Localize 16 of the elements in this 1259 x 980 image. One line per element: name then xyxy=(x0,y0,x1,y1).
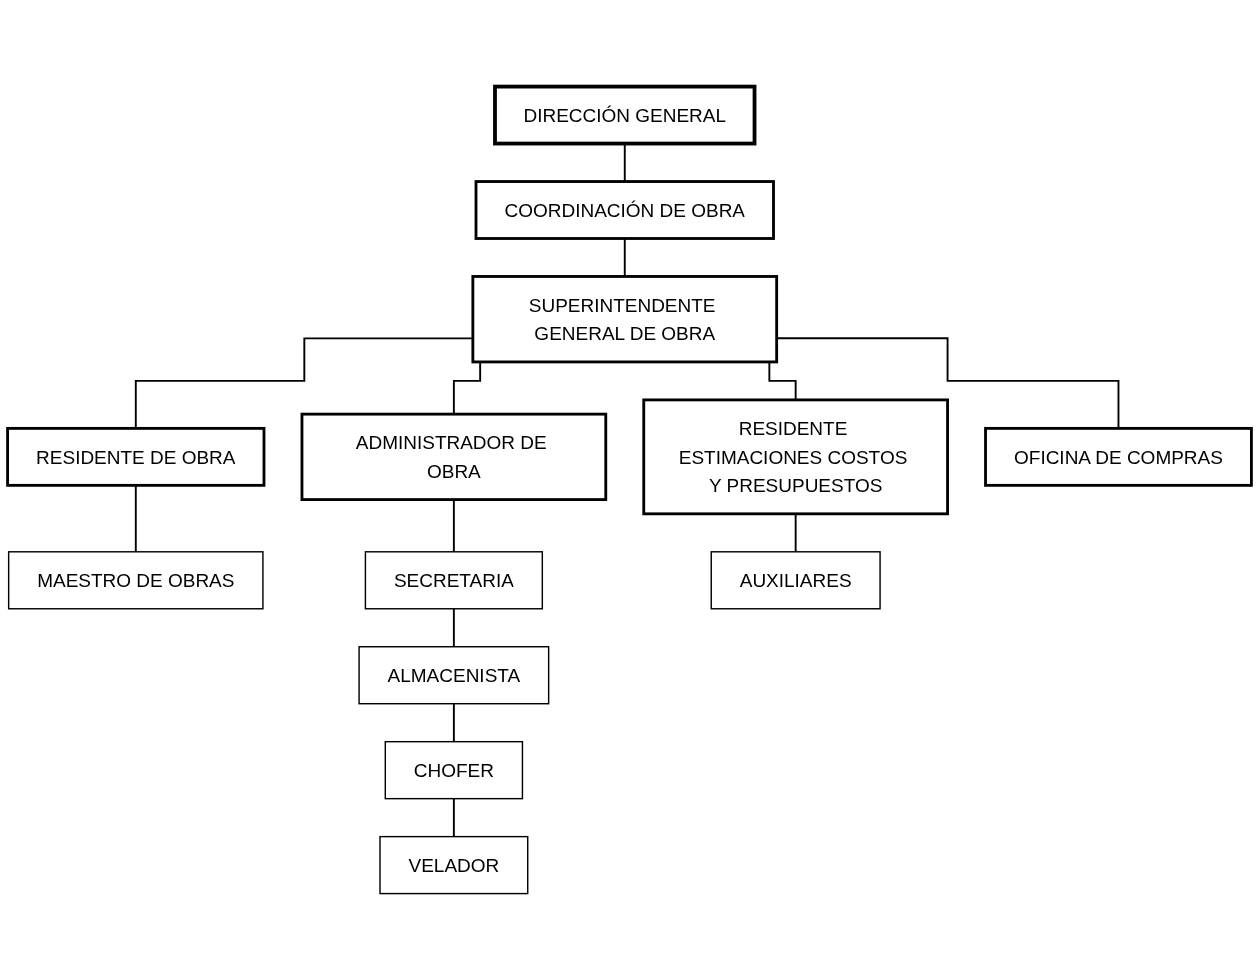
node-box: SECRETARIA xyxy=(364,551,544,610)
node-box: COORDINACIÓN DE OBRA xyxy=(474,180,775,240)
node-box: AUXILIARES xyxy=(710,551,881,610)
node-box: RESIDENTE DE OBRA xyxy=(6,426,266,487)
node-box: RESIDENTE ESTIMACIONES COSTOS Y PRESUPUESTOS xyxy=(642,398,949,516)
connector xyxy=(452,702,455,743)
node-box: MAESTRO DE OBRAS xyxy=(7,551,264,610)
node-box: VELADOR xyxy=(379,835,529,895)
node-box: DIRECCIÓN GENERAL xyxy=(493,84,757,146)
node-box: CHOFER xyxy=(384,740,524,800)
node-box: ALMACENISTA xyxy=(358,645,550,705)
node-box: SUPERINTENDENTE GENERAL DE OBRA xyxy=(471,274,779,364)
connector xyxy=(452,607,455,648)
node-box: ADMINISTRADOR DE OBRA xyxy=(300,412,608,501)
node-box: OFICINA DE COMPRAS xyxy=(984,426,1253,487)
connector xyxy=(452,797,455,838)
